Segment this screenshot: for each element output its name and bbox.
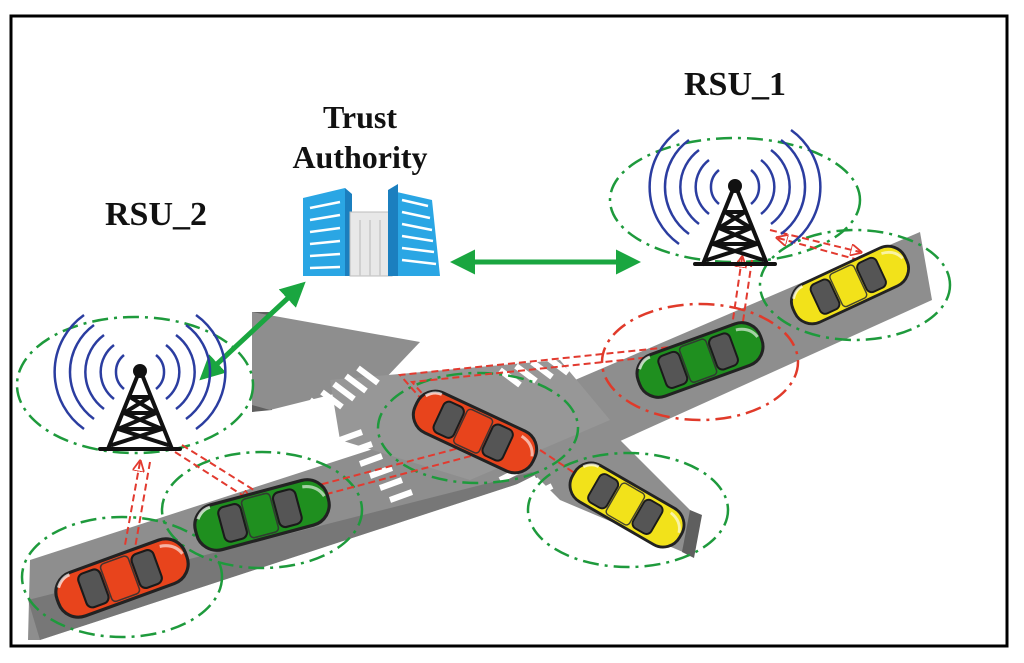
link-rsu2-carred1	[124, 462, 140, 546]
range-rsu-1	[608, 136, 862, 264]
road-main-front-wall	[28, 470, 545, 640]
building-icon	[303, 184, 440, 277]
trust-authority-label-line1: Trust	[323, 99, 397, 135]
communication-ranges	[15, 136, 952, 639]
range-car-green-1	[600, 302, 800, 422]
trust-authority-label-line2: Authority	[292, 139, 427, 175]
link-cargreen-carred2-b	[409, 351, 701, 426]
range-car-yellow-1	[758, 228, 952, 342]
backbone-links	[199, 249, 641, 381]
rsu-2-label: RSU_2	[105, 196, 207, 233]
range-car-yellow-2	[526, 451, 730, 569]
link-rsu2-cargreen2-b	[181, 444, 258, 493]
road-front-right-wall	[682, 510, 702, 558]
range-car-green-2	[160, 450, 364, 570]
rsu-1-label: RSU_1	[684, 66, 786, 103]
range-car-red-1	[20, 515, 224, 639]
link-rsu2-cargreen2	[174, 451, 250, 500]
link-ta-rsu2	[199, 281, 306, 381]
range-car-red-2	[376, 371, 580, 485]
link-rsu2-carred1-b	[134, 461, 151, 549]
range-rsu-2	[15, 315, 255, 455]
crosswalks	[308, 349, 600, 503]
